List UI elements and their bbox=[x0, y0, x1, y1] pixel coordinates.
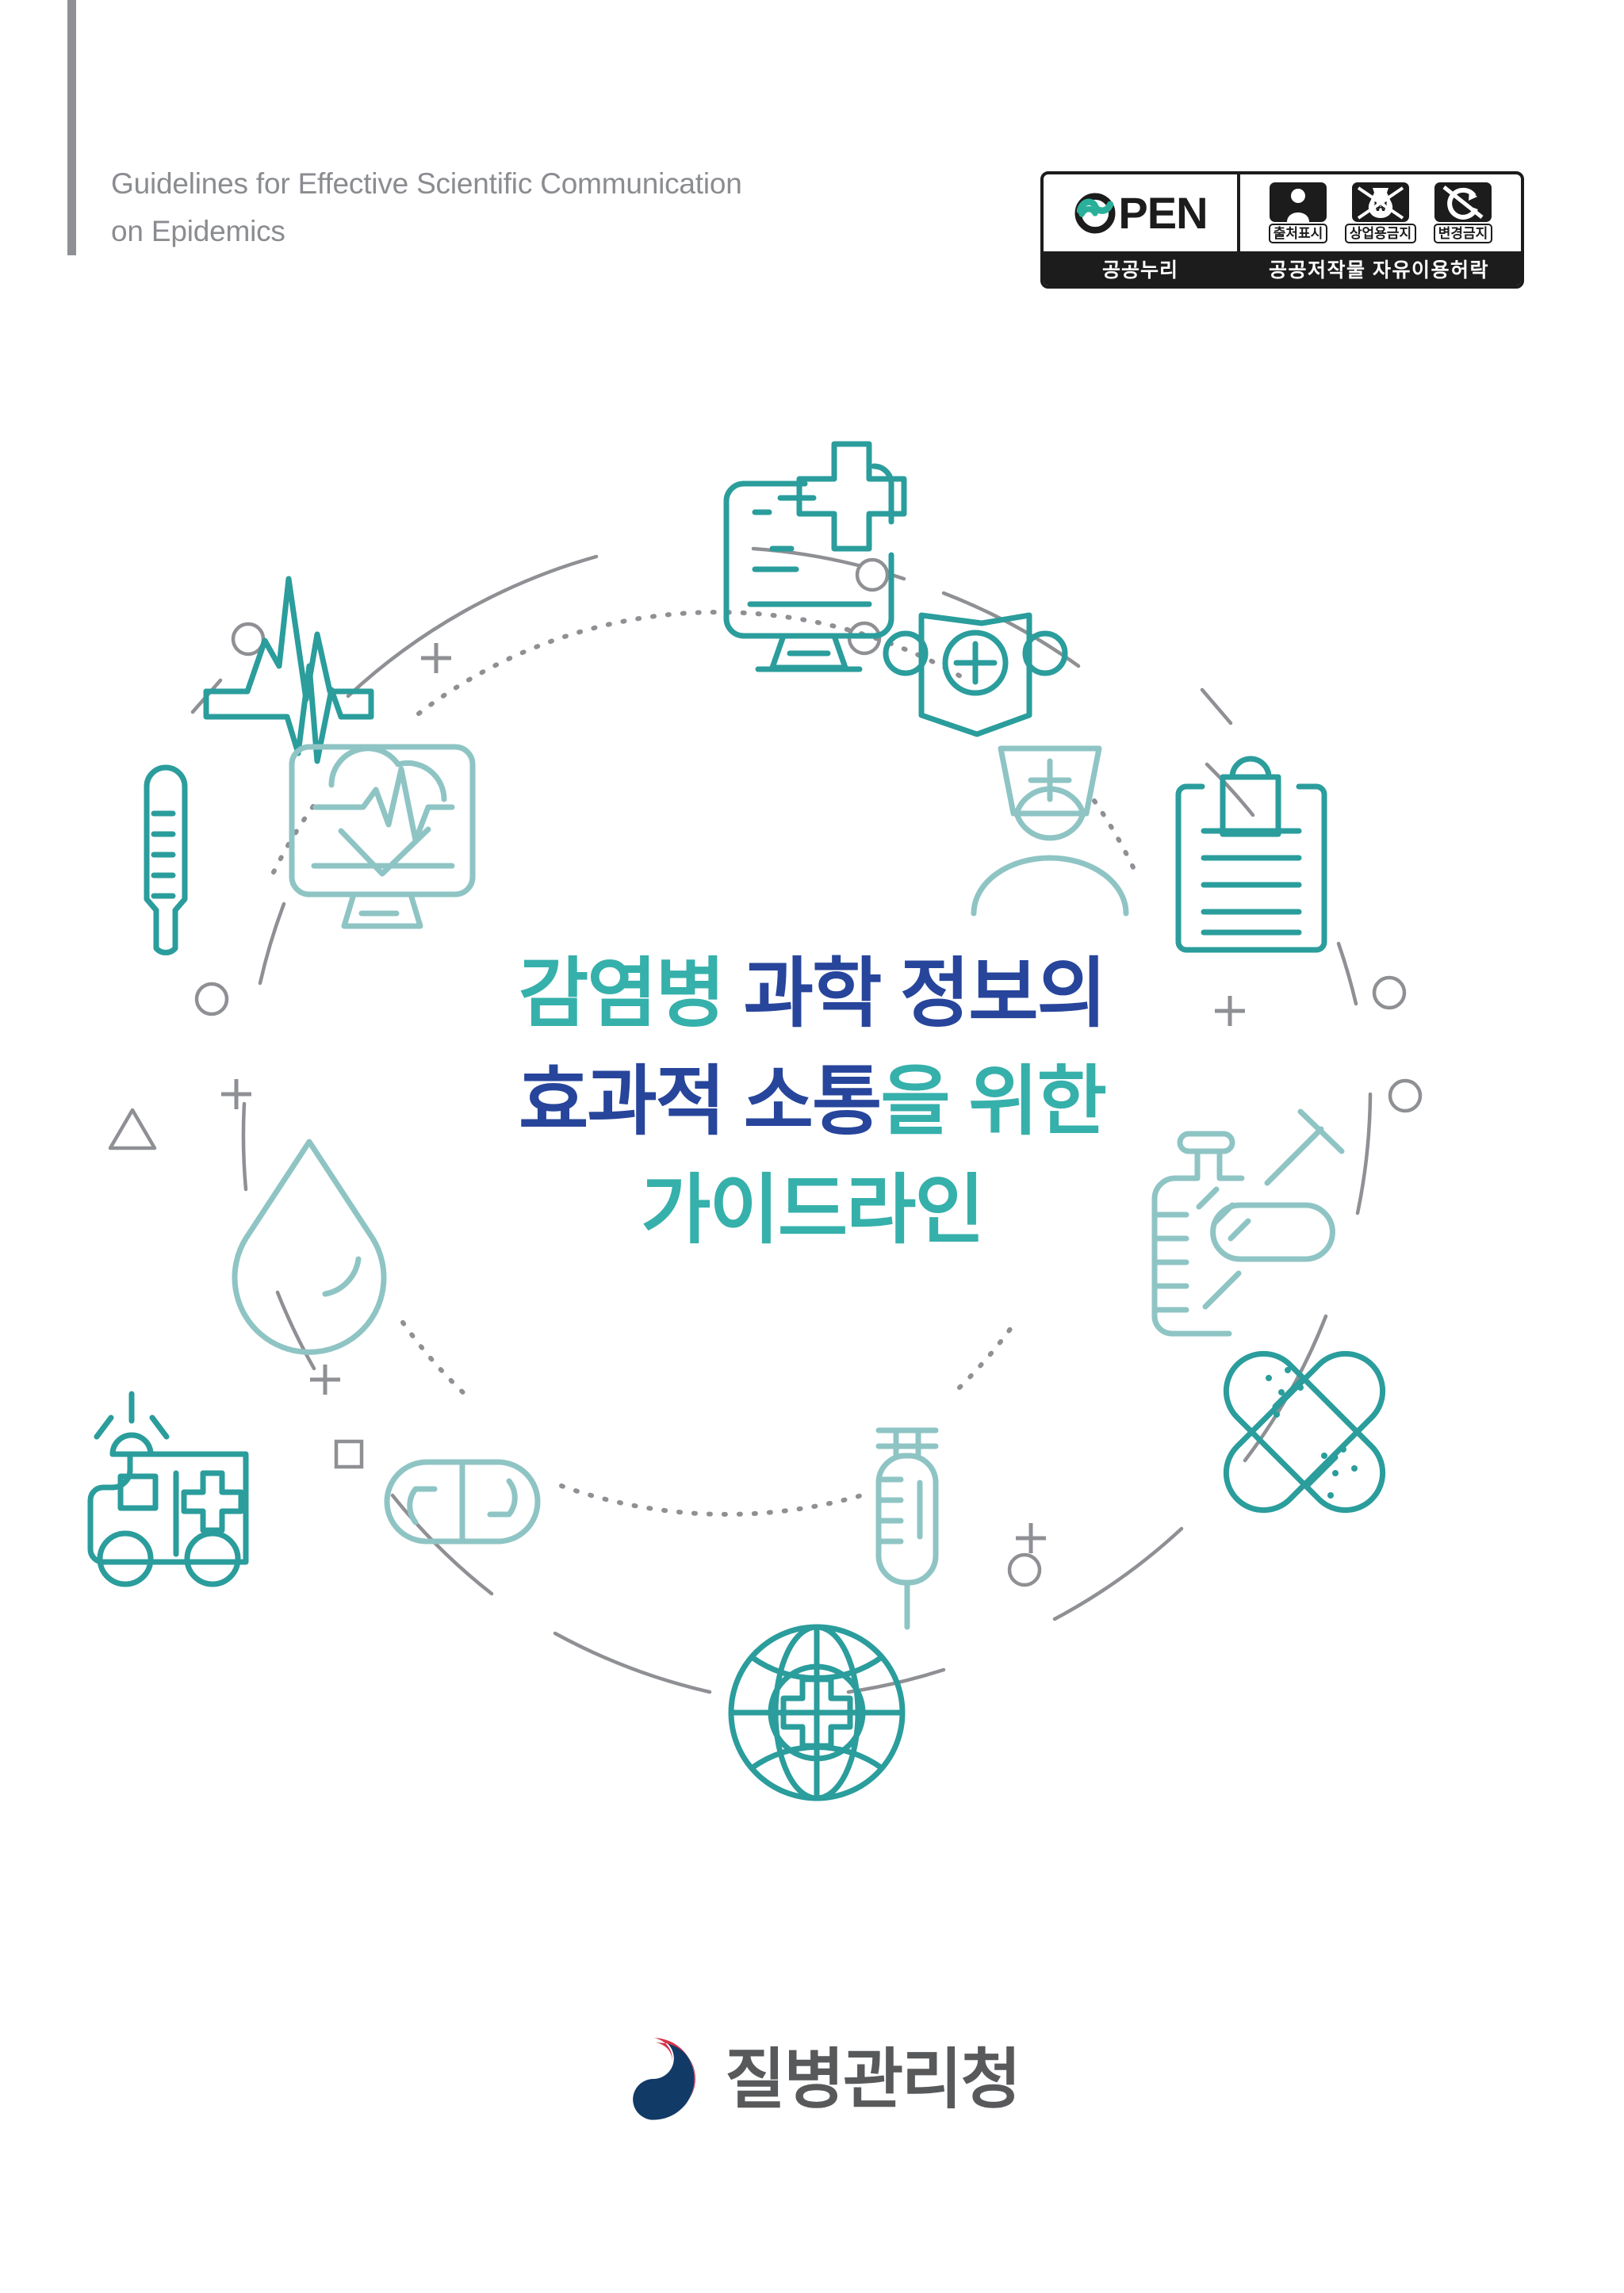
title-line-1: 감염병 과학 정보의 bbox=[0, 940, 1624, 1048]
kogl-badge-upper: PEN 출처표시 bbox=[1044, 174, 1521, 251]
kogl-condition-noderivative-label: 변경금지 bbox=[1433, 223, 1493, 244]
title-line-1-part-2: 과학 정보의 bbox=[743, 951, 1107, 1036]
title-line-2: 효과적 소통을 위한 bbox=[0, 1048, 1624, 1156]
ring-node-right-upper bbox=[1372, 975, 1407, 1010]
plus-mark-top-left bbox=[421, 643, 451, 673]
ring-node-left-upper bbox=[194, 982, 229, 1016]
heart-rate-monitor-icon bbox=[289, 744, 476, 929]
kogl-condition-noncommercial: ₩ 상업용금지 bbox=[1344, 182, 1417, 244]
ecg-pulse-line-icon bbox=[203, 576, 374, 764]
ring-tick-upper-right bbox=[1200, 687, 1233, 725]
kogl-condition-noncommercial-label: 상업용금지 bbox=[1344, 223, 1417, 244]
english-subtitle-line-1: Guidelines for Effective Scientific Comm… bbox=[111, 167, 742, 200]
kogl-condition-noderivative: 변경금지 bbox=[1427, 182, 1500, 244]
syringe-icon bbox=[875, 1427, 939, 1630]
kogl-permission-label: 공공저작물 자유이용허락 bbox=[1269, 258, 1489, 281]
kogl-condition-attribution: 출처표시 bbox=[1262, 182, 1335, 244]
open-wordmark: PEN bbox=[1073, 187, 1208, 238]
open-wordmark-text: PEN bbox=[1118, 187, 1208, 238]
thermometer-icon bbox=[144, 764, 188, 955]
korea-government-taegeuk-emblem-icon bbox=[604, 2030, 703, 2128]
globe-medical-cross-icon bbox=[728, 1624, 906, 1801]
water-drop-icon bbox=[232, 1139, 387, 1355]
title-line-3-text: 가이드라인 bbox=[641, 1167, 985, 1253]
clipboard-chart-icon bbox=[1175, 756, 1327, 953]
ring-node-triangle bbox=[108, 1108, 157, 1150]
open-swirl-o-icon bbox=[1073, 191, 1117, 235]
ambulance-icon bbox=[87, 1391, 249, 1587]
kogl-condition-icons: 출처표시 ₩ 상업용금지 bbox=[1240, 174, 1521, 251]
title-line-2-part-1: 효과적 소통 bbox=[519, 1059, 882, 1145]
kogl-badge-lower: 공공누리 공공저작물 자유이용허락 bbox=[1044, 251, 1521, 285]
face-mask-icon bbox=[883, 612, 1068, 737]
kogl-condition-attribution-label: 출처표시 bbox=[1268, 223, 1328, 244]
attribution-person-icon bbox=[1270, 182, 1327, 222]
english-subtitle: Guidelines for Effective Scientific Comm… bbox=[111, 160, 904, 255]
no-derivative-icon bbox=[1434, 182, 1492, 222]
kogl-brand-label: 공공누리 bbox=[1101, 258, 1178, 281]
english-subtitle-line-2: on Epidemics bbox=[111, 214, 285, 247]
capsule-pill-icon bbox=[384, 1459, 541, 1545]
ring-node-top-left bbox=[231, 622, 266, 657]
organization-name: 질병관리청 bbox=[725, 2042, 1021, 2116]
medical-icon-ring-illustration bbox=[79, 428, 1545, 1824]
monitor-medical-cross-icon bbox=[723, 441, 907, 672]
ring-node-bottom-right bbox=[1007, 1552, 1042, 1587]
ring-node-top-right bbox=[855, 557, 890, 592]
organization-logo: 질병관리청 bbox=[0, 2030, 1624, 2128]
plus-mark-lower-right bbox=[1016, 1523, 1046, 1553]
ring-node-right-mid bbox=[1388, 1078, 1423, 1113]
page-title: 감염병 과학 정보의 효과적 소통을 위한 가이드라인 bbox=[0, 940, 1624, 1265]
header-accent-rule bbox=[67, 0, 76, 255]
nurse-icon bbox=[971, 745, 1129, 917]
title-line-2-part-2: 을 위한 bbox=[880, 1059, 1107, 1145]
title-line-3: 가이드라인 bbox=[0, 1157, 1624, 1265]
kogl-open-logo: PEN bbox=[1044, 174, 1240, 251]
ring-node-square bbox=[334, 1439, 364, 1469]
vaccine-vial-syringe-icon bbox=[1151, 1108, 1345, 1337]
title-line-1-part-1: 감염병 bbox=[519, 951, 726, 1036]
crossed-bandages-icon bbox=[1223, 1350, 1386, 1514]
no-commercial-moneybag-icon: ₩ bbox=[1352, 182, 1409, 222]
kogl-open-license-badge: PEN 출처표시 bbox=[1040, 171, 1524, 289]
